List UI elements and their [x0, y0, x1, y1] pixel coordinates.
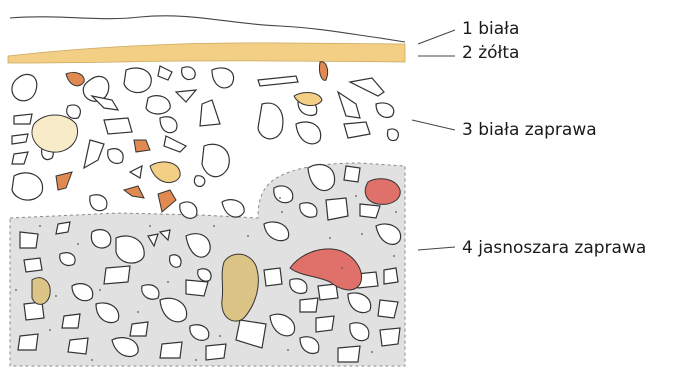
leader-line-4: [418, 247, 455, 250]
label-layer-3: 3 biała zaprawa: [462, 122, 597, 139]
leader-lines: [412, 30, 455, 250]
layer-2-yellow-band: [8, 43, 405, 63]
label-layer-2: 2 żółta: [462, 45, 519, 62]
label-layer-4: 4 jasnoszara zaprawa: [462, 240, 646, 257]
leader-line-1: [418, 30, 455, 44]
label-layer-1: 1 biała: [462, 21, 519, 38]
leader-line-3: [412, 120, 455, 130]
layer-1-top-outline: [10, 16, 405, 42]
